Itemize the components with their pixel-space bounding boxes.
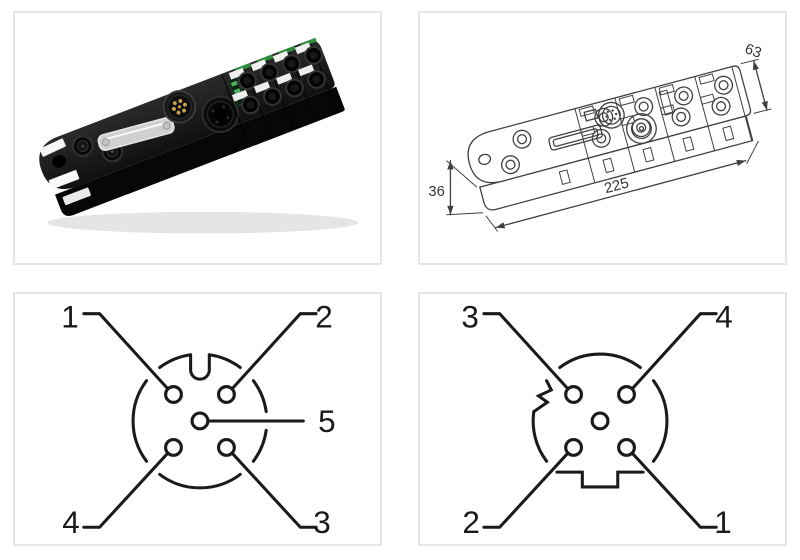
- pinout-a-panel: 1 2 5 4 3: [13, 292, 382, 546]
- dimension-225: 225: [485, 140, 759, 232]
- port-label: [298, 64, 315, 77]
- port-label: [228, 67, 245, 80]
- pin-label-4: 4: [62, 504, 80, 540]
- dimension-drawing-panel: 36 225 63: [418, 11, 787, 265]
- m12-socket-outline: [500, 155, 520, 175]
- pin-3: [564, 385, 584, 404]
- leader-lines: [82, 312, 318, 529]
- pin-center: [590, 411, 610, 431]
- pin-4: [164, 437, 183, 457]
- pin-label-3: 3: [313, 504, 331, 540]
- coding-tab: [555, 470, 645, 489]
- dim-width-value: 63: [743, 41, 764, 62]
- module-outline: [467, 65, 754, 211]
- front-face-outline: [479, 115, 754, 211]
- pin-label-2: 2: [462, 504, 480, 540]
- pin-3: [216, 437, 236, 457]
- pin-5: [190, 411, 210, 431]
- port-label: [231, 89, 249, 102]
- pinout-b-panel: 3 4 2 1: [418, 292, 787, 546]
- dimension-36: 36: [428, 159, 483, 216]
- fieldbus-module-photo: [39, 37, 345, 216]
- leader-pin3: [230, 451, 318, 529]
- product-photo: [39, 37, 359, 234]
- port-label: [294, 42, 312, 55]
- dim-length-value: 225: [603, 175, 631, 197]
- module-shadow: [47, 211, 359, 234]
- label-strip: [62, 187, 91, 206]
- pinout-b-diagram: 3 4 2 1: [461, 298, 733, 540]
- connector-ring: [131, 353, 268, 490]
- leader-pin3: [482, 312, 570, 391]
- dim-height-value: 36: [428, 184, 444, 200]
- pin-label-3: 3: [461, 298, 479, 334]
- leader-pin1: [630, 451, 718, 529]
- m12-socket: [71, 134, 94, 158]
- leader-pin4: [82, 451, 170, 529]
- io-port-block: [228, 37, 326, 115]
- pin-2: [564, 437, 584, 457]
- label-strip: [39, 138, 66, 157]
- mounting-hole-outline: [478, 153, 492, 166]
- clear-label-holder: [97, 117, 175, 151]
- pinout-a-diagram: 1 2 5 4 3: [61, 298, 336, 540]
- module-front-face: [55, 86, 345, 216]
- mounting-hole: [52, 154, 66, 168]
- io-ports-outline: [578, 73, 734, 148]
- pin-4: [617, 385, 636, 404]
- pin-label-4: 4: [715, 298, 733, 334]
- pin-1: [617, 437, 636, 457]
- dimension-63: 63: [740, 41, 772, 114]
- leader-pin1: [82, 312, 170, 391]
- keyway-notch: [189, 353, 211, 381]
- leader-lines: [482, 312, 718, 529]
- m12-socket-outline: [512, 129, 532, 149]
- port-label: [250, 59, 268, 72]
- connector-ring: [531, 352, 669, 489]
- label-strip: [48, 170, 80, 190]
- keyway-notch: [532, 379, 554, 414]
- leader-pin4: [630, 312, 718, 391]
- leader-pin2: [230, 312, 318, 391]
- pin-label-1: 1: [714, 504, 732, 540]
- gold-pins: [171, 99, 187, 115]
- port-label: [272, 50, 290, 63]
- segment-seam-lines: [574, 66, 753, 183]
- front-slots: [558, 125, 735, 185]
- m23-male-connector: [162, 90, 197, 124]
- pin-2: [216, 385, 236, 404]
- product-photo-panel: [13, 11, 382, 265]
- small-connector-outline: [583, 108, 599, 122]
- pin-label-1: 1: [61, 298, 79, 334]
- pin-label-2: 2: [315, 298, 333, 334]
- leader-pin2: [482, 451, 570, 529]
- status-window-outline: [658, 89, 674, 116]
- pin-label-5: 5: [318, 403, 336, 439]
- dimension-drawing: 36 225 63: [428, 41, 772, 232]
- port-label: [275, 72, 293, 85]
- m23-female-connector: [201, 95, 239, 134]
- port-label: [253, 81, 271, 94]
- pin-1: [164, 385, 183, 404]
- label-holder-outline: [548, 124, 603, 151]
